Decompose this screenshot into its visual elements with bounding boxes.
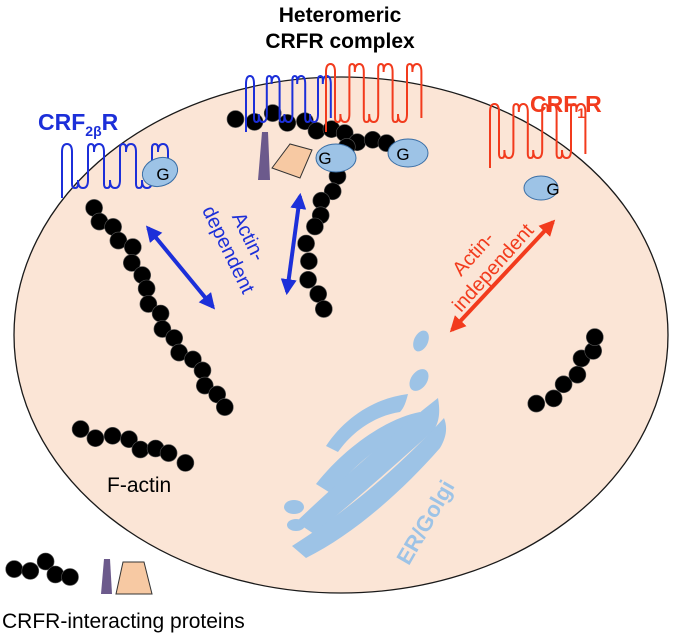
crf2b-receptor-label: CRF2βR bbox=[38, 109, 119, 139]
crf1-label-sub: 1 bbox=[577, 105, 585, 121]
g-protein-complex-left-label: G bbox=[318, 149, 331, 168]
g-protein-crf1: G bbox=[523, 175, 560, 201]
complex-red-receptor bbox=[325, 62, 423, 132]
title-line2: CRFR complex bbox=[265, 30, 415, 53]
legend-actin-filament bbox=[5, 552, 79, 586]
golgi-cisterna-2 bbox=[316, 412, 420, 494]
actin-bead bbox=[137, 279, 156, 298]
actin-bead bbox=[306, 217, 324, 236]
actin-bead bbox=[71, 420, 90, 438]
actin-bead bbox=[307, 122, 326, 140]
legend-tan-protein bbox=[115, 561, 153, 595]
crf1-receptor bbox=[489, 102, 587, 168]
actin-bead bbox=[527, 394, 546, 413]
actin-bead bbox=[159, 444, 178, 462]
actin-bead bbox=[323, 182, 342, 201]
actin-bead bbox=[5, 560, 23, 578]
actin-filament-bottom-left bbox=[71, 420, 195, 472]
crf2b-label-sub: 2β bbox=[85, 123, 102, 139]
actin-bead bbox=[226, 110, 245, 128]
title-line1: Heteromeric bbox=[279, 4, 402, 27]
actin-bead bbox=[196, 376, 214, 395]
vesicle-3 bbox=[284, 500, 304, 514]
actin-bead bbox=[585, 328, 604, 346]
golgi-cisterna-4 bbox=[292, 418, 447, 558]
actin-bead bbox=[120, 430, 138, 449]
actin-bead bbox=[86, 429, 105, 448]
purple-interacting-protein bbox=[258, 132, 270, 180]
complex-blue-receptor bbox=[245, 74, 332, 132]
actin-bead bbox=[309, 285, 328, 303]
vesicle-4 bbox=[287, 519, 305, 531]
vesicle-1 bbox=[413, 330, 429, 352]
crf1-receptor-label: CRF1R bbox=[530, 91, 602, 121]
legend-label: CRFR-interacting proteins bbox=[2, 610, 245, 633]
actin-bead bbox=[153, 320, 172, 338]
actin-bead bbox=[46, 565, 65, 584]
actin-bead bbox=[61, 568, 79, 586]
crf2b-label-tail: R bbox=[102, 109, 119, 135]
g-protein-crf2b-label: G bbox=[156, 165, 169, 184]
factin-label: F-actin bbox=[107, 474, 171, 497]
tan-interacting-protein bbox=[271, 143, 313, 179]
crf2b-label-main: CRF bbox=[38, 109, 85, 135]
g-protein-complex-left: G bbox=[315, 143, 357, 173]
actin-bead bbox=[151, 304, 170, 323]
arrow-actin-independent bbox=[449, 219, 556, 333]
actin-bead bbox=[568, 365, 587, 384]
actin-bead bbox=[216, 398, 234, 416]
arrow-actin-dependent-left bbox=[145, 225, 216, 310]
actin-bead bbox=[554, 375, 573, 394]
actin-bead bbox=[299, 270, 317, 289]
actin-bead bbox=[21, 562, 40, 580]
g-protein-complex-right: G bbox=[387, 138, 429, 168]
actin-filament-right bbox=[527, 328, 604, 413]
legend-purple-protein bbox=[101, 559, 112, 594]
actin-bead bbox=[176, 454, 195, 472]
actin-bead bbox=[123, 254, 141, 272]
actin-bead bbox=[300, 252, 318, 271]
g-protein-crf2b: G bbox=[141, 156, 179, 188]
actin-bead bbox=[103, 426, 122, 445]
actin-bead bbox=[193, 361, 212, 380]
er-golgi-organelle bbox=[284, 330, 447, 558]
golgi-cisterna-1 bbox=[326, 394, 408, 452]
g-protein-complex-right-label: G bbox=[396, 145, 409, 164]
actin-bead bbox=[297, 234, 315, 253]
actin-bead bbox=[36, 552, 55, 571]
vesicle-2 bbox=[409, 369, 429, 391]
actin-bead bbox=[544, 389, 563, 408]
legend-actin-beads bbox=[5, 552, 79, 586]
g-protein-crf1-label: G bbox=[546, 180, 559, 199]
actin-bead bbox=[124, 238, 142, 256]
golgi-cisterna-3 bbox=[296, 398, 440, 534]
actin-bead bbox=[263, 104, 282, 122]
actin-bead bbox=[131, 440, 150, 459]
crf1-label-tail: R bbox=[585, 91, 602, 117]
arrow-actin-dependent-right bbox=[280, 192, 307, 296]
actin-bead bbox=[314, 300, 333, 318]
